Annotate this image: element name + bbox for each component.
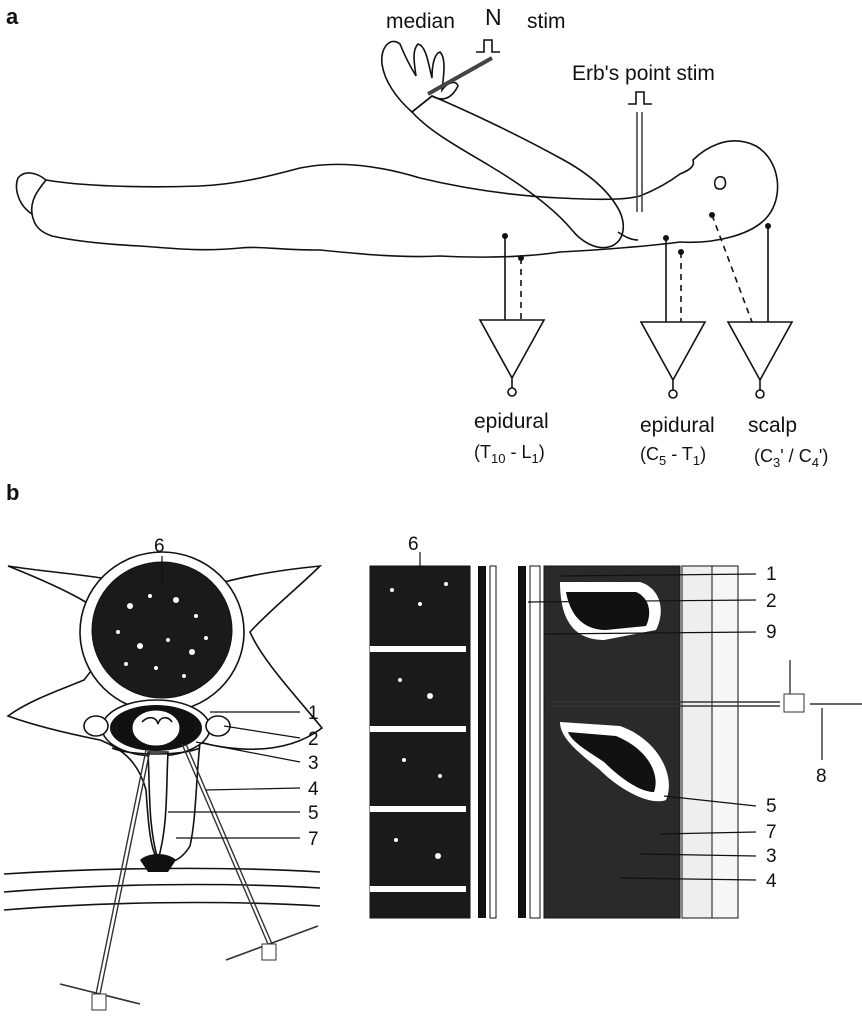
median-stim-needle	[428, 58, 492, 94]
erbs-point-stim-pulse	[628, 92, 652, 104]
sagittal-label-7: 7	[766, 822, 777, 843]
panel-b-label: b	[6, 480, 19, 505]
axial-label-2: 2	[308, 729, 319, 750]
sagittal-label-5: 5	[766, 796, 777, 817]
recording-3-range: (C3' / C4')	[754, 446, 828, 470]
axial-label-1: 1	[308, 703, 319, 724]
recording-1-range: (T10 - L1)	[474, 442, 545, 466]
sagittal-label-8: 8	[816, 766, 827, 787]
axial-vertebra-diagram	[4, 552, 322, 1010]
median-stim-pulse	[476, 40, 500, 52]
axial-label-6: 6	[154, 536, 165, 557]
axial-label-4: 4	[308, 779, 319, 800]
erbs-point-label: Erb's point stim	[572, 62, 715, 85]
sagittal-label-4: 4	[766, 871, 777, 892]
erbs-point-stim-needle	[637, 112, 642, 212]
axial-needle-left	[60, 750, 150, 1010]
recording-1-title: epidural	[474, 410, 549, 433]
median-label: median	[386, 10, 455, 33]
axial-label-5: 5	[308, 803, 319, 824]
recording-2-title: epidural	[640, 414, 715, 437]
sagittal-label-3: 3	[766, 846, 777, 867]
axial-needle-right	[182, 744, 318, 960]
axial-label-3: 3	[308, 753, 319, 774]
sagittal-label-1: 1	[766, 564, 777, 585]
panel-a-label: a	[6, 4, 19, 29]
nerve-n-label: N	[485, 4, 502, 30]
amplifier-scalp	[709, 212, 792, 398]
recording-3-title: scalp	[748, 414, 797, 437]
sagittal-label-2: 2	[766, 591, 777, 612]
stim-label: stim	[527, 10, 566, 33]
sagittal-label-9: 9	[766, 622, 777, 643]
axial-label-7: 7	[308, 829, 319, 850]
recording-2-range: (C5 - T1)	[640, 444, 706, 468]
sagittal-spine-diagram	[370, 566, 862, 918]
amplifier-cervical-epidural	[641, 235, 705, 398]
sagittal-label-6: 6	[408, 534, 419, 555]
